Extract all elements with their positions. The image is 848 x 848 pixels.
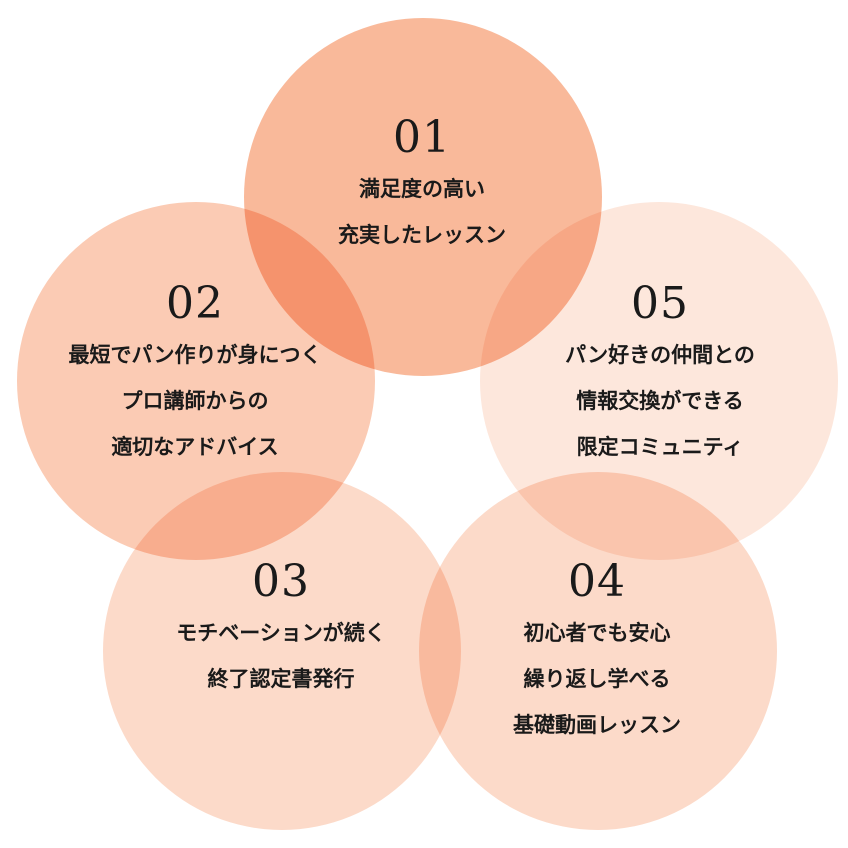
circle-03 <box>103 472 461 830</box>
feature-04-label: 04 初心者でも安心 繰り返し学べる 基礎動画レッスン <box>437 556 757 748</box>
feature-05-label: 05 パン好きの仲間との 情報交換ができる 限定コミュニティ <box>500 278 820 470</box>
circle-05 <box>480 202 838 560</box>
feature-01-line-1: 満足度の高い <box>359 177 485 201</box>
feature-02-line-3: 適切なアドバイス <box>111 435 279 459</box>
feature-05-line-2: 情報交換ができる <box>576 389 744 413</box>
feature-02-line-1: 最短でパン作りが身につく <box>68 343 322 367</box>
feature-04-line-1: 初心者でも安心 <box>523 621 671 645</box>
feature-03-label: 03 モチベーションが続く 終了認定書発行 <box>121 556 441 702</box>
feature-03-line-2: 終了認定書発行 <box>207 667 355 691</box>
feature-02-number: 02 <box>166 278 224 329</box>
feature-05-line-1: パン好きの仲間との <box>565 343 755 367</box>
feature-02-label: 02 最短でパン作りが身につく プロ講師からの 適切なアドバイス <box>35 278 355 470</box>
feature-01-label: 01 満足度の高い 充実したレッスン <box>262 112 582 258</box>
feature-03-number: 03 <box>252 556 310 607</box>
feature-02-line-2: プロ講師からの <box>121 389 269 413</box>
feature-04-line-2: 繰り返し学べる <box>523 667 671 691</box>
feature-04-number: 04 <box>568 556 626 607</box>
feature-01-number: 01 <box>393 112 451 163</box>
feature-05-number: 05 <box>631 278 689 329</box>
feature-01-line-2: 充実したレッスン <box>338 223 506 247</box>
feature-05-line-3: 限定コミュニティ <box>576 435 744 459</box>
feature-03-line-1: モチベーションが続く <box>176 621 386 645</box>
feature-04-line-3: 基礎動画レッスン <box>513 713 681 737</box>
